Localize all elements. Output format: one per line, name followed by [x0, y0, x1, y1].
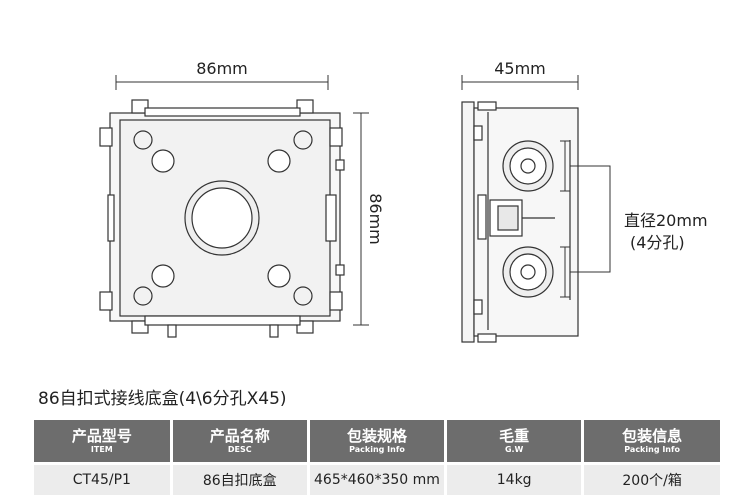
front-height-dimension: [353, 112, 369, 326]
header-item-sub: ITEM: [90, 444, 113, 454]
hole-leader: [560, 140, 611, 298]
front-view: [99, 99, 345, 338]
cell-gross-weight: 14kg: [445, 462, 585, 495]
front-width-label: 86mm: [196, 59, 248, 78]
cell-item: CT45/P1: [34, 462, 173, 495]
header-packing-info-sub: Packing Info: [624, 444, 680, 454]
table-row: CT45/P1 86自扣底盒 465*460*350 mm 14kg 200个/…: [34, 462, 720, 495]
header-packing-info: 包装信息 Packing Info: [582, 420, 720, 464]
header-packing-spec-sub: Packing Info: [349, 444, 405, 454]
header-gross-weight-sub: G.W: [504, 444, 524, 454]
front-height-label: 86mm: [366, 193, 385, 245]
table-header-row: 产品型号 ITEM 产品名称 DESC 包装规格 Packing Info 毛重…: [34, 420, 720, 464]
technical-drawing: 86mm 86mm 45mm: [99, 59, 708, 343]
header-desc: 产品名称 DESC: [171, 420, 310, 464]
cell-packing-info: 200个/箱: [582, 462, 720, 495]
hole-note-line2: (4分孔): [630, 233, 685, 252]
header-packing-info-main: 包装信息: [622, 426, 683, 445]
header-item-main: 产品型号: [71, 426, 132, 445]
cell-desc: 86自扣底盒: [171, 462, 310, 495]
spec-table: 产品型号 ITEM 产品名称 DESC 包装规格 Packing Info 毛重…: [34, 420, 720, 495]
product-title: 86自扣式接线底盒(4\6分孔X45): [38, 389, 287, 409]
header-desc-sub: DESC: [227, 444, 252, 454]
side-depth-label: 45mm: [494, 59, 546, 78]
side-view: [461, 101, 579, 343]
side-depth-dimension: [461, 75, 579, 90]
header-packing-spec: 包装规格 Packing Info: [308, 420, 448, 464]
header-gross-weight-main: 毛重: [499, 426, 530, 445]
header-gross-weight: 毛重 G.W: [445, 420, 585, 464]
header-desc-main: 产品名称: [209, 426, 270, 445]
hole-note-line1: 直径20mm: [624, 211, 708, 230]
front-width-dimension: [115, 75, 329, 90]
header-packing-spec-main: 包装规格: [346, 426, 407, 445]
header-item: 产品型号 ITEM: [34, 420, 173, 464]
cell-packing-spec: 465*460*350 mm: [308, 462, 448, 495]
